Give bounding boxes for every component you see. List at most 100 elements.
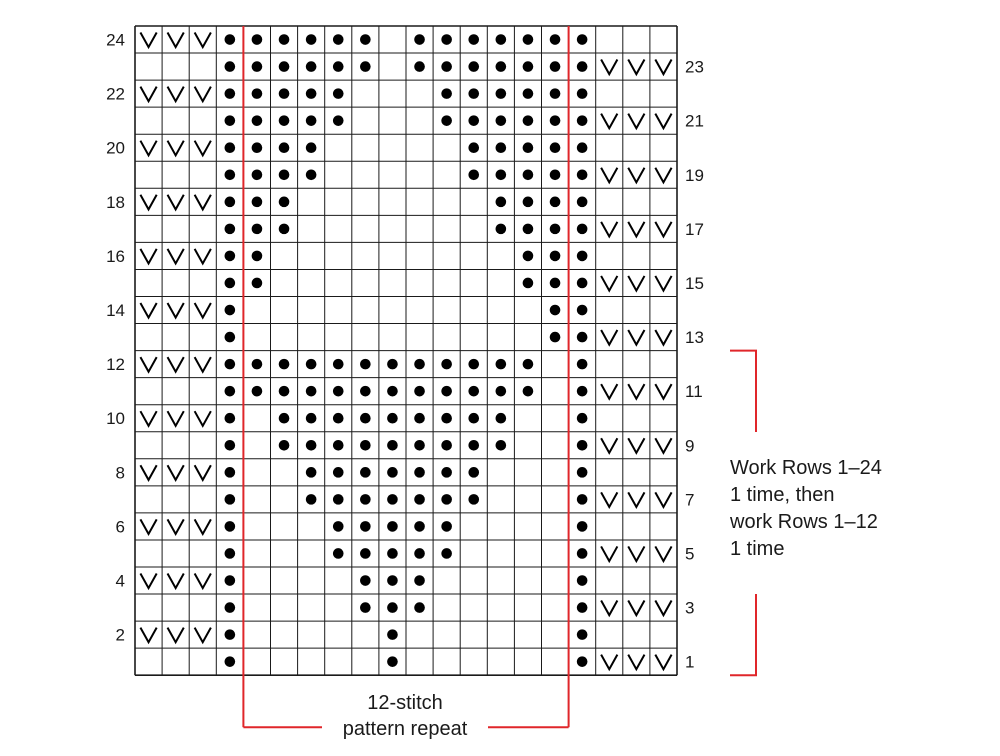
purl-dot-icon xyxy=(332,358,344,370)
row-number: 8 xyxy=(116,463,125,482)
purl-dot-icon xyxy=(224,439,236,451)
purl-dot-icon xyxy=(414,521,425,532)
purl-dot-icon xyxy=(360,575,371,586)
purl-dot-icon xyxy=(441,521,452,532)
row-number: 9 xyxy=(685,436,694,455)
purl-dot-icon xyxy=(441,439,452,451)
slip-stitch-v-icon xyxy=(627,113,646,131)
purl-dot-icon xyxy=(549,223,561,235)
purl-dot-icon xyxy=(387,629,398,640)
purl-dot-icon xyxy=(468,34,480,45)
slip-stitch-v-icon xyxy=(600,275,619,293)
purl-dot-icon xyxy=(387,358,398,370)
purl-dot-icon xyxy=(414,34,425,45)
purl-dot-icon xyxy=(549,277,561,289)
slip-stitch-v-icon xyxy=(654,600,673,618)
purl-dot-icon xyxy=(549,169,561,181)
slip-stitch-v-icon xyxy=(166,573,185,591)
slip-stitch-v-icon xyxy=(654,113,673,131)
slip-stitch-v-icon xyxy=(139,573,158,591)
purl-dot-icon xyxy=(251,277,263,289)
purl-dot-icon xyxy=(224,656,236,667)
purl-dot-icon xyxy=(549,88,561,99)
row-number: 20 xyxy=(106,139,125,158)
slip-stitch-v-icon xyxy=(654,329,673,347)
purl-dot-icon xyxy=(441,385,452,397)
purl-dot-icon xyxy=(495,169,507,181)
purl-dot-icon xyxy=(224,467,236,478)
slip-stitch-v-icon xyxy=(627,545,646,564)
slip-stitch-v-icon xyxy=(627,437,646,455)
purl-dot-icon xyxy=(305,34,317,45)
purl-dot-icon xyxy=(576,629,588,640)
slip-stitch-v-icon xyxy=(166,410,185,428)
slip-stitch-v-icon xyxy=(193,248,212,266)
rows-bracket-bottom xyxy=(730,594,757,677)
slip-stitch-v-icon xyxy=(600,329,619,347)
purl-dot-icon xyxy=(414,575,425,586)
purl-dot-icon xyxy=(224,358,236,370)
slip-stitch-v-icon xyxy=(166,248,185,266)
purl-dot-icon xyxy=(441,548,452,559)
row-number: 4 xyxy=(116,572,125,591)
purl-dot-icon xyxy=(576,548,588,559)
purl-dot-icon xyxy=(522,223,534,235)
purl-dot-icon xyxy=(224,88,236,99)
purl-dot-icon xyxy=(387,385,398,397)
purl-dot-icon xyxy=(576,61,588,72)
purl-dot-icon xyxy=(576,196,588,208)
purl-dot-icon xyxy=(224,115,236,126)
slip-stitch-v-icon xyxy=(193,464,212,482)
purl-dot-icon xyxy=(305,412,317,424)
purl-dot-icon xyxy=(224,521,236,532)
purl-dot-icon xyxy=(224,575,236,586)
purl-dot-icon xyxy=(224,412,236,424)
slip-stitch-v-icon xyxy=(166,302,185,320)
row-number: 1 xyxy=(685,653,694,672)
purl-dot-icon xyxy=(495,412,507,424)
purl-dot-icon xyxy=(278,34,290,45)
purl-dot-icon xyxy=(576,34,588,45)
purl-dot-icon xyxy=(278,169,290,181)
purl-dot-icon xyxy=(360,439,371,451)
purl-dot-icon xyxy=(387,521,398,532)
slip-stitch-v-icon xyxy=(600,113,619,131)
instruction-line: work Rows 1–12 xyxy=(730,511,878,533)
instruction-line: 1 time xyxy=(730,538,785,560)
purl-dot-icon xyxy=(360,412,371,424)
purl-dot-icon xyxy=(360,494,371,505)
purl-dot-icon xyxy=(495,142,507,154)
purl-dot-icon xyxy=(414,61,425,72)
purl-dot-icon xyxy=(360,385,371,397)
row-number: 12 xyxy=(106,355,125,374)
slip-stitch-v-icon xyxy=(193,32,212,50)
purl-dot-icon xyxy=(224,629,236,640)
purl-dot-icon xyxy=(468,142,480,154)
row-number: 13 xyxy=(685,328,704,347)
slip-stitch-v-icon xyxy=(654,383,673,401)
slip-stitch-v-icon xyxy=(193,356,212,374)
purl-dot-icon xyxy=(522,196,534,208)
purl-dot-icon xyxy=(387,575,398,586)
purl-dot-icon xyxy=(332,548,344,559)
row-number: 22 xyxy=(106,85,125,104)
purl-dot-icon xyxy=(468,467,480,478)
purl-dot-icon xyxy=(224,385,236,397)
purl-dot-icon xyxy=(278,115,290,126)
slip-stitch-v-icon xyxy=(654,654,673,672)
purl-dot-icon xyxy=(576,602,588,613)
purl-dot-icon xyxy=(576,142,588,154)
purl-dot-icon xyxy=(522,250,534,262)
purl-dot-icon xyxy=(305,439,317,451)
purl-dot-icon xyxy=(495,358,507,370)
purl-dot-icon xyxy=(224,331,236,343)
purl-dot-icon xyxy=(522,358,534,370)
purl-dot-icon xyxy=(387,494,398,505)
slip-stitch-v-icon xyxy=(627,59,646,77)
purl-dot-icon xyxy=(576,277,588,289)
purl-dot-icon xyxy=(495,88,507,99)
purl-dot-icon xyxy=(495,34,507,45)
purl-dot-icon xyxy=(549,331,561,343)
row-number: 2 xyxy=(116,626,125,645)
purl-dot-icon xyxy=(251,358,263,370)
